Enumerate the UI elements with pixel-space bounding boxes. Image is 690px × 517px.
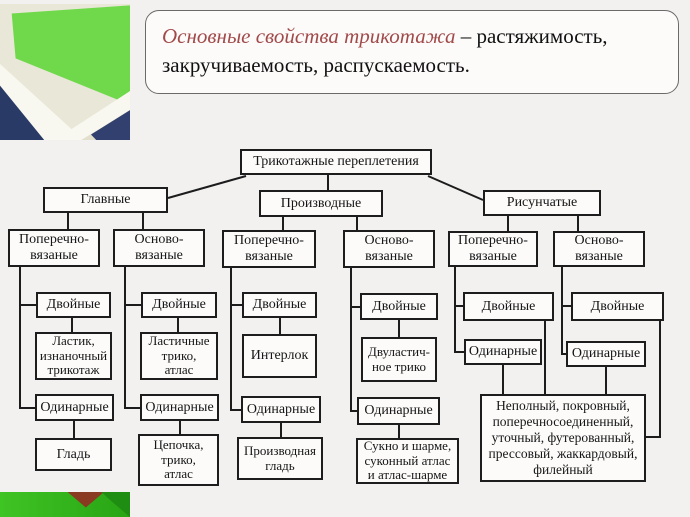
node-single-col3: Одинарные (241, 396, 321, 423)
node-single-col2: Одинарные (140, 394, 219, 421)
bottom-decor-strip (0, 492, 130, 517)
node-double-col3: Двойные (242, 292, 317, 318)
node-single-col4: Одинарные (357, 397, 440, 425)
node-single-col1: Одинарные (35, 394, 114, 421)
node-double-col1: Двойные (36, 292, 111, 318)
node-type-col1: Поперечно- вязаные (8, 229, 100, 267)
node-single-leaf-col3: Производная гладь (237, 437, 323, 480)
slide-title-text: Основные свойства трикотажа – растяжимос… (162, 22, 662, 80)
node-double-col5: Двойные (463, 292, 554, 321)
slide-title-box: Основные свойства трикотажа – растяжимос… (145, 10, 679, 94)
node-type-col5: Поперечно- вязаные (448, 231, 538, 267)
node-type-col3: Поперечно- вязаные (222, 230, 316, 268)
node-single-leaf-col4: Сукно и шарме, суконный атлас и атлас-ша… (356, 438, 459, 484)
node-group-glavnye: Главные (43, 187, 168, 213)
node-single-leaf-col2: Цепочка, трико, атлас (138, 434, 219, 486)
node-double-col2: Двойные (141, 292, 217, 318)
node-type-col2: Осново- вязаные (113, 229, 205, 267)
node-combined-leaf: Неполный, покровный, поперечносоединенны… (480, 394, 646, 482)
node-group-risunchatye: Рисунчатые (483, 190, 601, 216)
node-single-col6: Одинарные (566, 341, 646, 367)
node-double-leaf-col1: Ластик, изнаночный трикотаж (35, 332, 112, 380)
node-single-col5: Одинарные (464, 339, 542, 365)
node-double-col4: Двойные (360, 293, 438, 320)
node-double-leaf-col4: Двуластич- ное трико (361, 337, 437, 382)
node-type-col6: Осново- вязаные (553, 231, 645, 267)
node-group-proizvodnye: Производные (259, 190, 383, 217)
node-type-col4: Осново- вязаные (343, 230, 435, 268)
slide-title-accent: Основные свойства трикотажа (162, 24, 456, 48)
slide-title-rest: – растяжимость, закручиваемость, распуск… (162, 24, 608, 77)
node-single-leaf-col1: Гладь (35, 438, 112, 471)
corner-photo (0, 4, 130, 140)
node-double-leaf-col2: Ластичные трико, атлас (140, 332, 218, 380)
node-double-col6: Двойные (571, 292, 664, 321)
node-double-leaf-col3: Интерлок (242, 334, 317, 378)
node-root: Трикотажные переплетения (240, 149, 432, 175)
